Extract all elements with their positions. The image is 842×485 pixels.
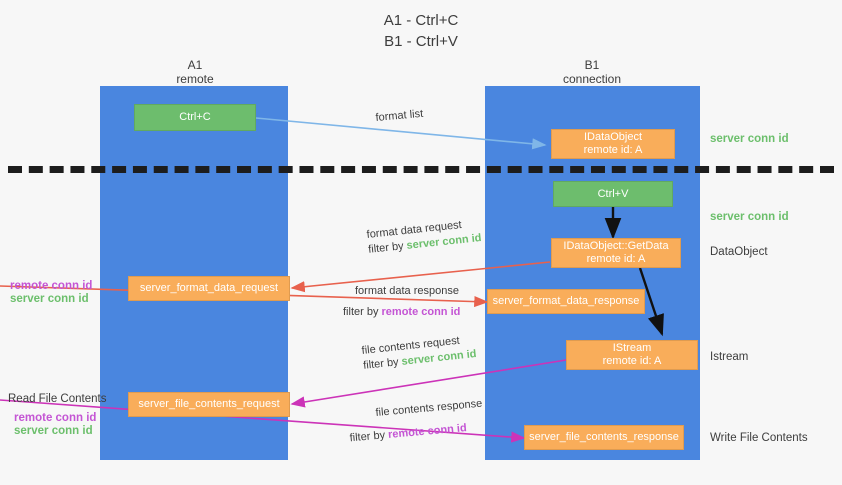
annotation-istream: Istream: [710, 351, 749, 363]
lane-header-b1-sub: connection: [562, 72, 622, 86]
filter-prefix: filter by: [343, 306, 382, 318]
box-server-file-contents-request[interactable]: server_file_contents_request: [128, 392, 290, 417]
arrow-format-data-request: [290, 261, 551, 293]
box-ctrl-v[interactable]: Ctrl+V: [553, 181, 673, 207]
box-istream-line1: IStream: [612, 342, 652, 354]
lane-header-a1-sub: remote: [176, 72, 214, 86]
box-idataobject-line1: IDataObject: [583, 131, 643, 143]
filter-prefix: filter by: [367, 239, 408, 256]
arrow-file-contents-response: [0, 399, 526, 443]
edge-label-format-data-response-filter: filter by remote conn id: [343, 305, 460, 320]
annotation-read-file-contents: Read File Contents: [8, 393, 107, 405]
edge-label-format-data-response: format data response filter by remote co…: [343, 284, 460, 320]
edge-label-format-list-text: format list: [375, 107, 424, 124]
edge-label-format-data-response-text: format data response: [355, 285, 459, 297]
box-istream-line2: remote id: A: [602, 355, 662, 367]
box-ctrl-v-label: Ctrl+V: [597, 187, 629, 200]
lane-header-a1-name: A1: [187, 58, 203, 72]
annotation-server-conn-id-left-top: server conn id: [10, 293, 89, 305]
lane-header-b1-name: B1: [584, 58, 600, 72]
annotation-write-file-contents: Write File Contents: [710, 432, 808, 444]
lane-header-b1: B1 connection: [527, 58, 657, 86]
annotation-server-conn-id-top: server conn id: [710, 133, 789, 145]
box-server-format-data-response[interactable]: server_format_data_response: [487, 289, 645, 314]
annotation-dataobject: DataObject: [710, 246, 768, 258]
box-getdata-line1: IDataObject::GetData: [563, 240, 669, 252]
arrow-file-contents-request: [290, 359, 567, 408]
box-ctrl-c[interactable]: Ctrl+C: [134, 104, 256, 131]
page-title: A1 - Ctrl+C B1 - Ctrl+V: [0, 10, 842, 52]
filter-value-remote-conn-id: remote conn id: [381, 306, 461, 318]
box-server-file-contents-request-label: server_file_contents_request: [138, 398, 280, 410]
box-ctrl-c-label: Ctrl+C: [179, 111, 211, 123]
title-line-1: A1 - Ctrl+C: [383, 12, 459, 29]
box-server-file-contents-response[interactable]: server_file_contents_response: [524, 425, 684, 450]
annotation-remote-conn-id-top: remote conn id: [10, 280, 93, 292]
filter-prefix: filter by: [362, 355, 403, 372]
box-server-format-data-request-label: server_format_data_request: [139, 282, 279, 294]
box-getdata-line2: remote id: A: [586, 253, 646, 265]
annotation-server-conn-id-left-bottom: server conn id: [14, 425, 93, 437]
arrow-format-list: [255, 117, 547, 150]
box-server-file-contents-response-label: server_file_contents_response: [529, 431, 679, 443]
annotation-server-conn-id-mid: server conn id: [710, 211, 789, 223]
box-istream[interactable]: IStream remote id: A: [566, 340, 698, 370]
box-server-format-data-response-label: server_format_data_response: [492, 295, 640, 307]
annotation-remote-conn-id-bottom: remote conn id: [14, 412, 97, 424]
box-idataobject-line2: remote id: A: [583, 144, 643, 156]
filter-prefix: filter by: [349, 428, 389, 445]
phase-divider: [8, 166, 834, 173]
box-getdata[interactable]: IDataObject::GetData remote id: A: [551, 238, 681, 268]
lane-header-a1: A1 remote: [130, 58, 260, 86]
title-line-2: B1 - Ctrl+V: [384, 33, 458, 50]
arrow-getdata-to-istream: [638, 267, 664, 337]
box-idataobject[interactable]: IDataObject remote id: A: [551, 129, 675, 159]
box-server-format-data-request[interactable]: server_format_data_request: [128, 276, 290, 301]
